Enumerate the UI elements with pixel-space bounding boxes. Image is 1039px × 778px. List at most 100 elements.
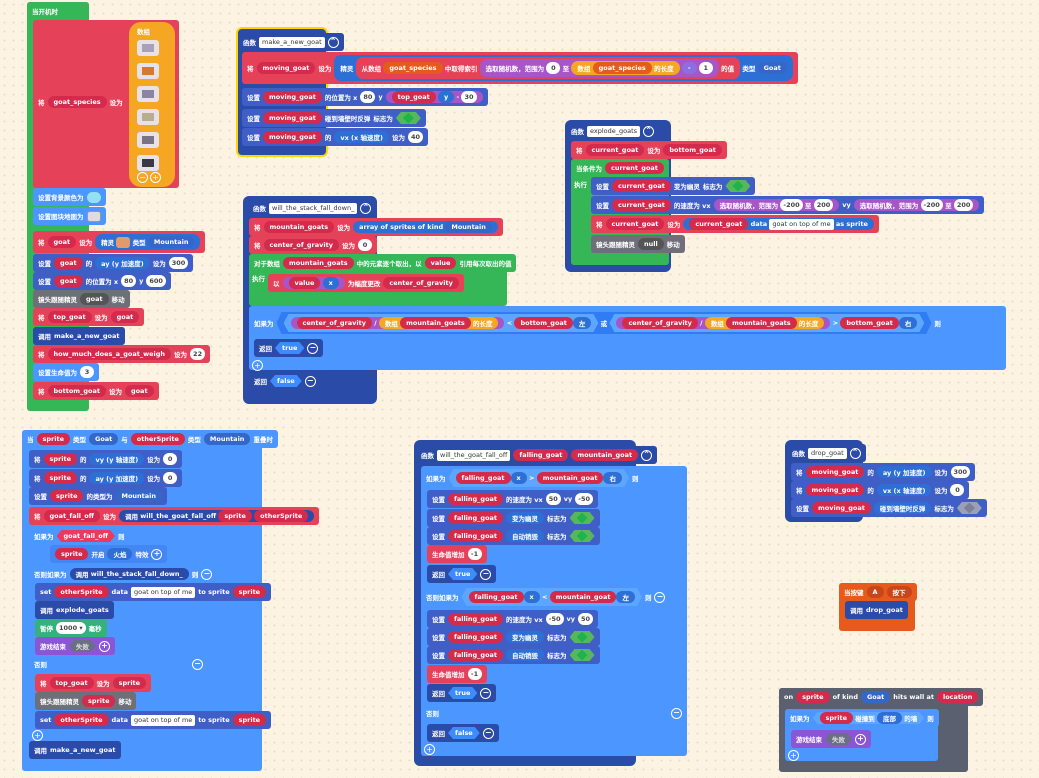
game-over-block[interactable]: 游戏结束失败+ [35,637,115,655]
moving-goat-variable[interactable]: moving_goat [263,91,322,103]
toggle-off-icon[interactable] [957,502,982,514]
goat-image-2[interactable] [137,63,159,79]
true-reporter[interactable]: true [448,568,477,580]
moving-goat-variable[interactable]: moving_goat [805,466,865,478]
else-if-header[interactable]: 否则如果为调用 will_the_stack_fall_down_则− [29,565,218,583]
toggle-on-icon[interactable] [725,180,750,192]
add-item-icon[interactable]: + [150,172,161,183]
property-dropdown[interactable]: ay (y 加速度) [876,466,932,478]
vx-input[interactable]: 50 [545,493,561,505]
goat-fall-off-variable[interactable]: goat_fall_off [63,532,109,540]
on-start-hat[interactable]: 当开机时 [27,2,89,20]
max-input[interactable]: 200 [953,199,974,211]
property-dropdown[interactable]: vx (x 轴速度) [334,131,389,143]
toggle-on-icon[interactable] [570,512,595,524]
flag-dropdown[interactable]: 碰到墙壁时反弹 [873,502,932,514]
moving-goat-variable[interactable]: moving_goat [263,131,322,143]
kind-dropdown[interactable]: Mountain [445,221,492,233]
value-variable[interactable]: value [424,257,457,269]
falling-goat-variable[interactable]: falling_goat [448,649,504,661]
falling-goat-variable[interactable]: falling_goat [456,472,511,484]
if-header[interactable]: 如果为 center_of_gravity / 数组 mountain_goat… [249,310,946,336]
mountain-goats-variable[interactable]: mountain_goats [400,317,471,329]
toggle-on-icon[interactable] [396,112,421,124]
number-input[interactable]: 0 [163,453,178,465]
property-dropdown[interactable]: vy (y 轴速度) [89,453,145,465]
property-dropdown[interactable]: y [437,91,455,103]
sprite-image[interactable] [116,236,131,248]
moving-goat-variable[interactable]: moving_goat [256,62,316,74]
function-name-input[interactable]: will_the_stack_fall_down_ [269,202,358,214]
property-dropdown[interactable]: x [524,591,540,603]
min-input[interactable]: -200 [780,199,803,211]
function-name-input[interactable]: will_the_goat_fall_off [437,449,511,461]
toggle-on-icon[interactable] [570,649,595,661]
function-name-input[interactable]: drop_goat [808,447,847,459]
bottom-goat-variable[interactable]: bottom_goat [663,144,722,156]
min-input[interactable]: 0 [546,62,561,74]
mountain-goat-variable[interactable]: mountain_goat [537,472,604,484]
kind-dropdown[interactable]: Goat [757,62,787,74]
moving-goat-variable[interactable]: moving_goat [263,112,322,124]
else-header[interactable]: 否则− [29,655,208,673]
collapse-icon[interactable]: ⌃ [360,202,372,214]
set-tilemap-block[interactable]: 设置图块地图为 [33,207,106,225]
add-icon[interactable]: + [855,733,866,745]
data-key-input[interactable]: goat on top of me [769,218,834,230]
kind-dropdown[interactable]: Goat [88,433,119,445]
null-reporter[interactable]: null [638,238,664,250]
lose-toggle[interactable]: 失败 [832,736,845,744]
falling-goat-variable[interactable]: falling_goat [448,530,504,542]
sprite-variable[interactable]: sprite [232,714,267,726]
center-of-gravity-variable[interactable]: center_of_gravity [263,239,339,251]
mountain-goat-variable[interactable]: mountain_goat [550,591,617,603]
property-dropdown[interactable]: ay (y 加速度) [95,257,150,269]
sprite-variable[interactable]: sprite [43,472,77,484]
direction-dropdown[interactable]: 底部 [877,712,902,724]
goat-variable[interactable]: goat [80,293,109,305]
current-goat-variable[interactable]: current_goat [605,218,665,230]
current-goat-variable[interactable]: current_goat [612,199,671,211]
remove-item-icon[interactable]: − [137,172,148,183]
mountain-goats-variable[interactable]: mountain_goats [726,317,797,329]
sprite-variable[interactable]: sprite [796,691,830,703]
remove-icon[interactable]: − [307,342,319,354]
remove-icon[interactable]: − [482,727,494,739]
set-bg-color-block[interactable]: 设置背景颜色为 [33,188,106,206]
property-dropdown[interactable]: x [511,472,527,484]
function-name-input[interactable]: explode_goats [587,125,641,137]
greater-than-condition[interactable]: center_of_gravity / 数组 mountain_goats 的长… [609,314,924,332]
game-over-block[interactable]: 游戏结束失败+ [791,730,871,748]
number-input[interactable]: 300 [950,466,971,478]
property-dropdown[interactable]: 左 [573,317,592,329]
mountain-goats-variable[interactable]: mountain_goats [263,221,335,233]
operator-dropdown[interactable]: - [687,64,691,72]
remove-icon[interactable]: − [654,591,666,603]
kind-dropdown[interactable]: Mountain [115,490,163,502]
color-swatch[interactable] [86,191,101,203]
sprite-variable[interactable]: sprite [112,677,147,689]
collapse-icon[interactable]: ⌃ [641,449,653,461]
number-input[interactable]: 1 [698,62,713,74]
data-key-input[interactable]: goat on top of me [131,714,196,726]
